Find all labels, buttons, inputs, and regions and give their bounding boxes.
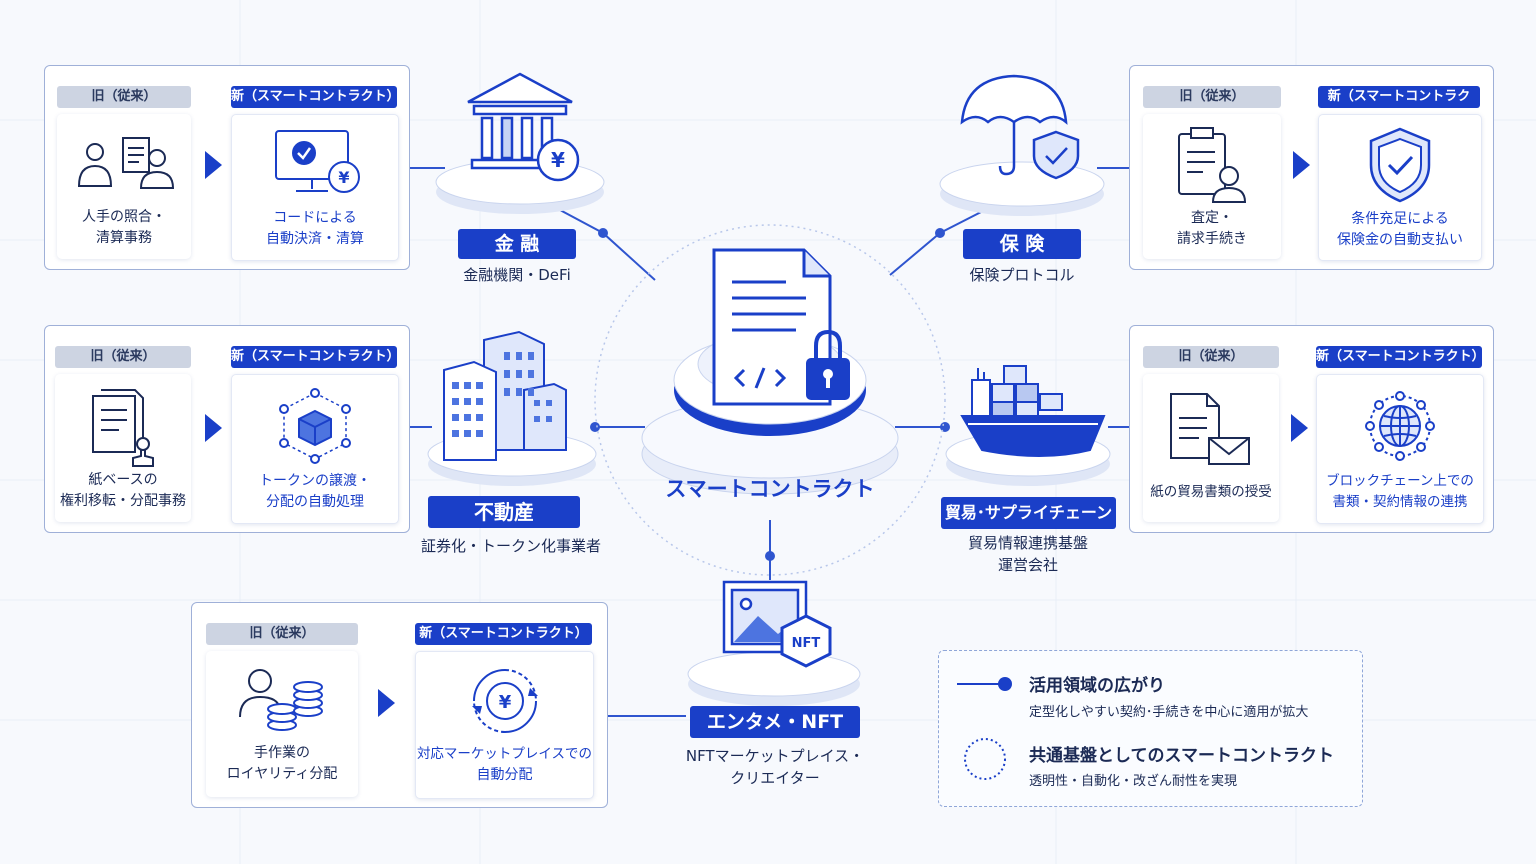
nft-platform: NFT [687,580,861,706]
old-caption-line1: 手作業の [254,745,310,761]
realestate-subtitle: 証券化・トークン化事業者 [420,537,601,555]
contract-document-icon [712,248,832,406]
old-caption-line2: 清算事務 [96,230,152,246]
realestate-comparison-panel: 旧（従来） 新（スマートコントラクト） 紙ベースの 権利移転・分配事務 トークン… [44,325,410,533]
globe-network-icon [1365,391,1435,461]
legend-box: 活用領域の広がり 定型化しやすい契約･手続きを中心に適用が拡大 共通基盤としての… [938,650,1363,807]
new-caption-line2: 自動決済・清算 [266,231,364,247]
nft-badge-text: NFT [792,636,821,651]
new-caption-line2: 書類・契約情報の連携 [1332,494,1468,510]
insurance-label: 保 険 [963,229,1081,259]
trade-subtitle-line1: 貿易情報連携基盤 [967,534,1088,552]
arrow-right-icon [1293,151,1310,179]
old-caption-line1: 紙の貿易書類の授受 [1150,484,1272,500]
line-dot-icon [957,677,1012,691]
arrow-right-icon [1291,414,1308,442]
new-caption-line1: ブロックチェーン上での [1326,473,1474,489]
old-caption-line1: 人手の照合・ [82,209,166,225]
new-tag: 新（スマートコントラクト） [1318,86,1480,126]
new-tag: 新（スマートコントラクト） [1316,346,1485,368]
arrow-right-icon [205,414,222,442]
clipboard-person-icon [1178,127,1247,203]
arrow-right-icon [378,689,395,717]
old-tag: 旧（従来） [55,346,191,368]
realestate-label: 不動産 [428,496,580,528]
new-caption-line1: 対応マーケットプレイスでの [416,746,593,762]
legend-item1-desc: 定型化しやすい契約･手続きを中心に適用が拡大 [1029,705,1309,720]
cargo-ship-icon [960,365,1106,457]
trade-subtitle-line2: 運営会社 [997,556,1058,574]
new-tag: 新（スマートコントラクト） [231,86,400,108]
old-card: 人手の照合・ 清算事務 [57,114,191,259]
legend-item1-title: 活用領域の広がり [1029,676,1165,696]
arrow-right-icon [205,151,222,179]
document-envelope-icon [1170,393,1250,465]
old-caption-line2: 権利移転・分配事務 [60,493,186,509]
umbrella-icon [960,74,1080,180]
nft-label: エンタメ・NFT [690,706,860,738]
new-card: ¥ コードによる 自動決済・清算 [231,114,399,261]
old-tag: 旧（従来） [1143,346,1279,368]
nft-comparison-panel: 旧（従来） 新（スマートコントラクト） 手作業の ロイヤリティ分配 ¥ 対応マー… [191,602,608,808]
svg-text:¥: ¥ [551,148,565,172]
finance-platform: ¥ [435,72,605,214]
svg-text:¥: ¥ [499,692,512,713]
people-document-icon [77,137,175,189]
dotted-circle-icon [964,738,1006,780]
old-tag: 旧（従来） [57,86,191,108]
token-cube-icon [279,388,351,464]
old-card: 紙ベースの 権利移転・分配事務 [55,374,191,522]
insurance-comparison-panel: 旧（従来） 新（スマートコントラクト） 査定・ 請求手続き 条件充足による 保険… [1129,65,1494,270]
yen-cycle-icon: ¥ [472,669,538,733]
center-title: スマートコントラクト [665,477,875,501]
new-tag: 新（スマートコントラクト） [231,346,400,368]
finance-comparison-panel: 旧（従来） 新（スマートコントラクト） 人手の照合・ 清算事務 ¥ コードによる… [44,65,410,270]
svg-text:¥: ¥ [338,168,349,187]
trade-comparison-panel: 旧（従来） 新（スマートコントラクト） 紙の貿易書類の授受 ブロックチ [1129,325,1494,533]
nft-hexagon-icon [780,614,832,668]
new-caption-line2: 保険金の自動支払い [1337,232,1463,248]
finance-label: 金 融 [458,229,576,259]
buildings-icon [443,330,567,461]
old-card: 紙の貿易書類の授受 [1143,374,1279,522]
new-card: 条件充足による 保険金の自動支払い [1318,114,1482,261]
person-coins-icon [239,669,323,731]
legend-item2-desc: 透明性・自動化・改ざん耐性を実現 [1029,774,1238,789]
legend-item2-title: 共通基盤としてのスマートコントラクト [1029,746,1334,766]
new-caption-line1: 条件充足による [1351,211,1449,227]
center-platform [641,248,899,495]
trade-platform [945,365,1111,486]
old-caption-line2: 請求手続き [1177,231,1247,247]
old-card: 手作業の ロイヤリティ分配 [206,651,358,797]
old-tag: 旧（従来） [206,623,358,645]
new-card: ブロックチェーン上での 書類・契約情報の連携 [1316,374,1484,524]
monitor-yen-icon: ¥ [275,130,360,193]
old-caption-line1: 紙ベースの [88,472,158,488]
insurance-platform [939,74,1105,216]
new-card: ¥ 対応マーケットプレイスでの 自動分配 [415,651,594,799]
new-card: トークンの譲渡・ 分配の自動処理 [231,374,399,524]
new-caption-line1: コードによる [273,210,357,226]
document-stamp-icon [92,389,154,467]
old-caption-line1: 査定・ [1191,210,1233,226]
shield-check-icon [1369,127,1431,203]
new-caption-line1: トークンの譲渡・ [259,473,371,489]
new-caption-line2: 自動分配 [476,767,533,783]
insurance-subtitle: 保険プロトコル [969,266,1075,284]
finance-subtitle: 金融機関・DeFi [463,266,571,284]
new-tag: 新（スマートコントラクト） [415,623,592,645]
realestate-platform [427,330,597,486]
old-card: 査定・ 請求手続き [1143,114,1281,259]
nft-subtitle-line1: NFTマーケットプレイス・ [685,747,865,765]
nft-subtitle-line2: クリエイター [730,769,820,787]
old-caption-line2: ロイヤリティ分配 [226,766,338,782]
new-caption-line2: 分配の自動処理 [266,494,364,510]
trade-label: 貿易･サプライチェーン [941,497,1116,529]
old-tag: 旧（従来） [1143,86,1281,108]
padlock-icon [806,329,850,400]
